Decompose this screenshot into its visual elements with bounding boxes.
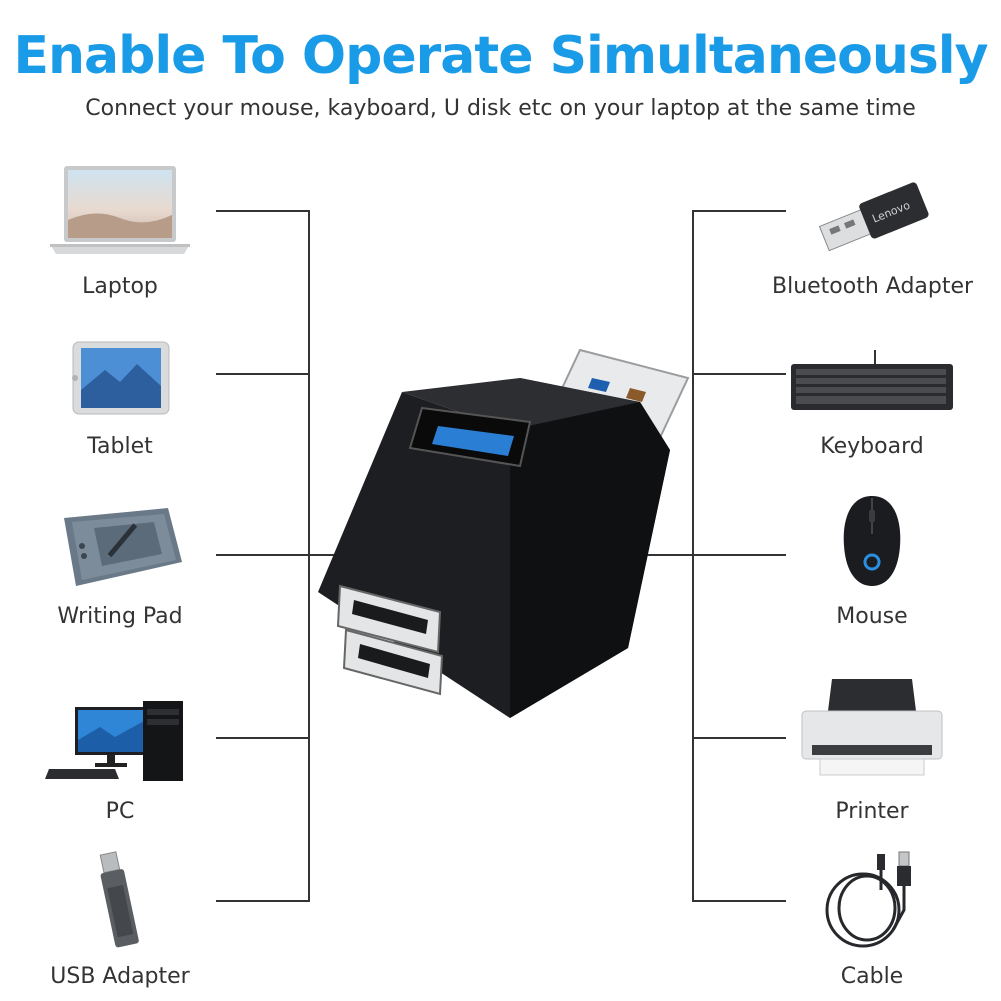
device-label: Printer (835, 799, 909, 824)
device-label: Keyboard (820, 434, 924, 459)
device-usb-adapter: USB Adapter (20, 840, 220, 989)
pc-icon (45, 701, 183, 781)
device-tablet: Tablet (20, 310, 220, 459)
page-subtitle: Connect your mouse, kayboard, U disk etc… (85, 96, 916, 121)
page-title: Enable To Operate Simultaneously (13, 26, 988, 86)
left-connector-pc (216, 737, 310, 739)
printer-icon (801, 679, 943, 776)
device-label: Writing Pad (57, 604, 183, 629)
tablet-icon (72, 341, 170, 415)
usb-hub-icon (318, 348, 690, 718)
writing-pad-icon (64, 508, 182, 586)
device-writing-pad: Writing Pad (20, 480, 220, 629)
device-bluetooth-adapter: Lenovo Bluetooth Adapter (772, 150, 974, 299)
device-pc: PC (20, 675, 220, 824)
left-bracket-vertical (308, 210, 310, 902)
mouse-icon (843, 496, 901, 586)
cable-icon (825, 851, 911, 948)
device-mouse: Mouse (772, 480, 972, 629)
device-cable: Cable (772, 840, 972, 989)
left-connector-laptop (216, 210, 310, 212)
device-keyboard: Keyboard (772, 310, 972, 459)
device-laptop: Laptop (20, 150, 220, 299)
device-label: USB Adapter (50, 964, 190, 989)
device-label: Mouse (836, 604, 908, 629)
device-label: PC (105, 799, 135, 824)
right-connector-keyboard (692, 373, 786, 375)
device-label: Laptop (82, 274, 158, 299)
usb-adapter-icon (99, 851, 139, 948)
device-label: Cable (840, 964, 904, 989)
laptop-icon (50, 166, 190, 254)
left-connector-writing-pad (216, 554, 336, 556)
right-bracket-vertical (692, 210, 694, 902)
right-connector-mouse (620, 554, 786, 556)
device-printer: Printer (772, 675, 972, 824)
bluetooth-adapter-icon: Lenovo (818, 182, 929, 252)
device-label: Tablet (87, 434, 153, 459)
left-connector-tablet (216, 373, 310, 375)
device-label: Bluetooth Adapter (772, 274, 974, 299)
left-connector-usb-adapter (216, 900, 310, 902)
right-connector-bluetooth (692, 210, 786, 212)
right-connector-cable (692, 900, 786, 902)
right-connector-printer (692, 737, 786, 739)
keyboard-icon (791, 350, 953, 410)
